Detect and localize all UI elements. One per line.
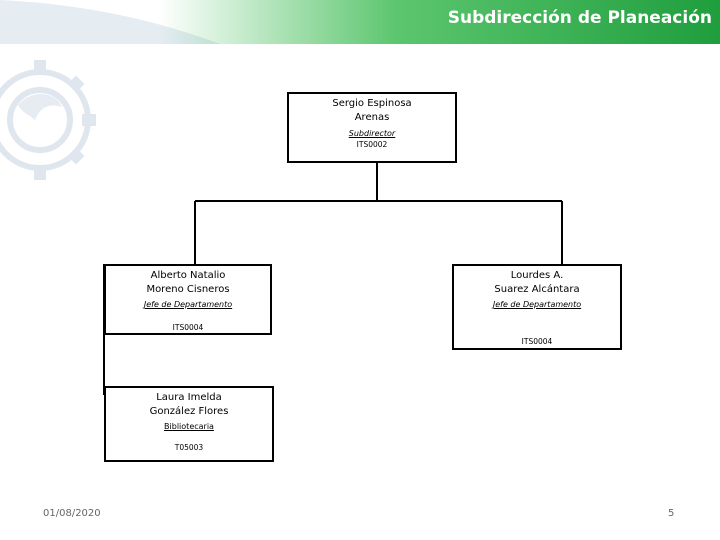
node-name-line2: Suarez Alcántara	[494, 284, 580, 295]
node-role: Subdirector	[348, 129, 396, 138]
node-role: Jefe de Departamento	[143, 300, 233, 309]
node-name-line1: Laura Imelda	[156, 392, 222, 403]
node-name-line2: Arenas	[354, 112, 390, 123]
node-code: ITS0004	[521, 337, 553, 346]
org-node-subdirector: Sergio Espinosa Arenas Subdirector ITS00…	[287, 92, 457, 163]
node-name-line1: Alberto Natalio	[150, 270, 226, 281]
footer-date: 01/08/2020	[43, 508, 101, 519]
node-role: Jefe de Departamento	[492, 300, 582, 309]
institution-gear-logo-watermark-icon	[0, 60, 96, 180]
org-node-jefe-left: Alberto Natalio Moreno Cisneros Jefe de …	[104, 264, 272, 335]
node-name-line2: Moreno Cisneros	[146, 284, 230, 295]
node-name-line1: Lourdes A.	[510, 270, 564, 281]
page-number: 5	[668, 508, 675, 519]
header-bar	[0, 0, 720, 44]
node-code: ITS0002	[356, 140, 388, 149]
org-node-jefe-right: Lourdes A. Suarez Alcántara Jefe de Depa…	[452, 264, 622, 350]
org-node-bibliotecaria: Laura Imelda González Flores Bibliotecar…	[104, 386, 274, 462]
node-role: Bibliotecaria	[164, 422, 214, 431]
node-name-line2: González Flores	[149, 406, 229, 417]
node-code: ITS0004	[172, 323, 204, 332]
node-code: T05003	[174, 443, 204, 452]
header-title: Subdirección de Planeación	[447, 8, 712, 28]
node-name-line1: Sergio Espinosa	[332, 98, 412, 109]
